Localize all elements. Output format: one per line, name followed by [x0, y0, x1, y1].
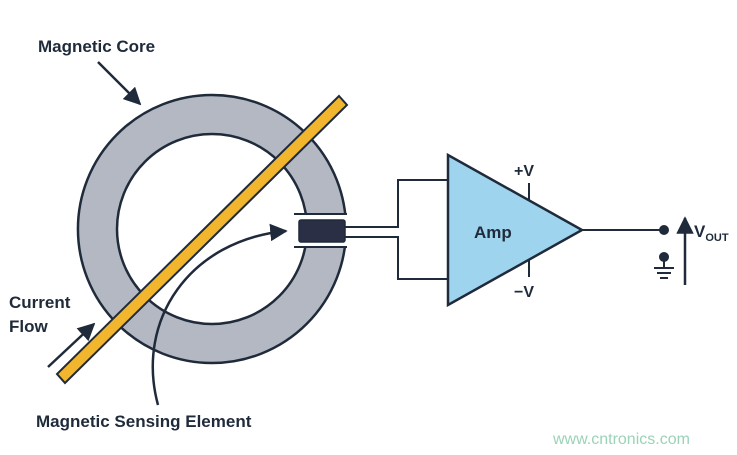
current-flow-label-line1: Current	[9, 293, 71, 312]
amplifier-triangle	[446, 152, 585, 308]
plus-v-label: +V	[514, 163, 534, 180]
lead-top-wire	[345, 179, 450, 228]
sensing-element-label: Magnetic Sensing Element	[36, 412, 252, 431]
magnetic-core-pointer-arrow	[97, 61, 142, 106]
current-flow-arrow	[47, 322, 96, 368]
current-conductor-bar	[55, 94, 349, 385]
vout-label-main: V	[694, 222, 706, 241]
vout-label-subscript: OUT	[705, 232, 729, 244]
vout-label: VOUT	[694, 222, 729, 244]
minus-v-label: −V	[514, 284, 534, 301]
magnetic-core-label: Magnetic Core	[38, 37, 155, 56]
watermark-text: www.cntronics.com	[552, 431, 690, 448]
amp-label: Amp	[474, 223, 512, 242]
output-terminal-dot	[659, 225, 669, 235]
magnetic-core-ring	[76, 93, 348, 365]
current-flow-label-line2: Flow	[9, 317, 48, 336]
magnetic-sensing-element	[298, 219, 346, 243]
sensing-element-pointer-arrow	[151, 223, 288, 406]
lead-bottom-wire	[345, 236, 450, 280]
ground-icon	[654, 257, 674, 279]
